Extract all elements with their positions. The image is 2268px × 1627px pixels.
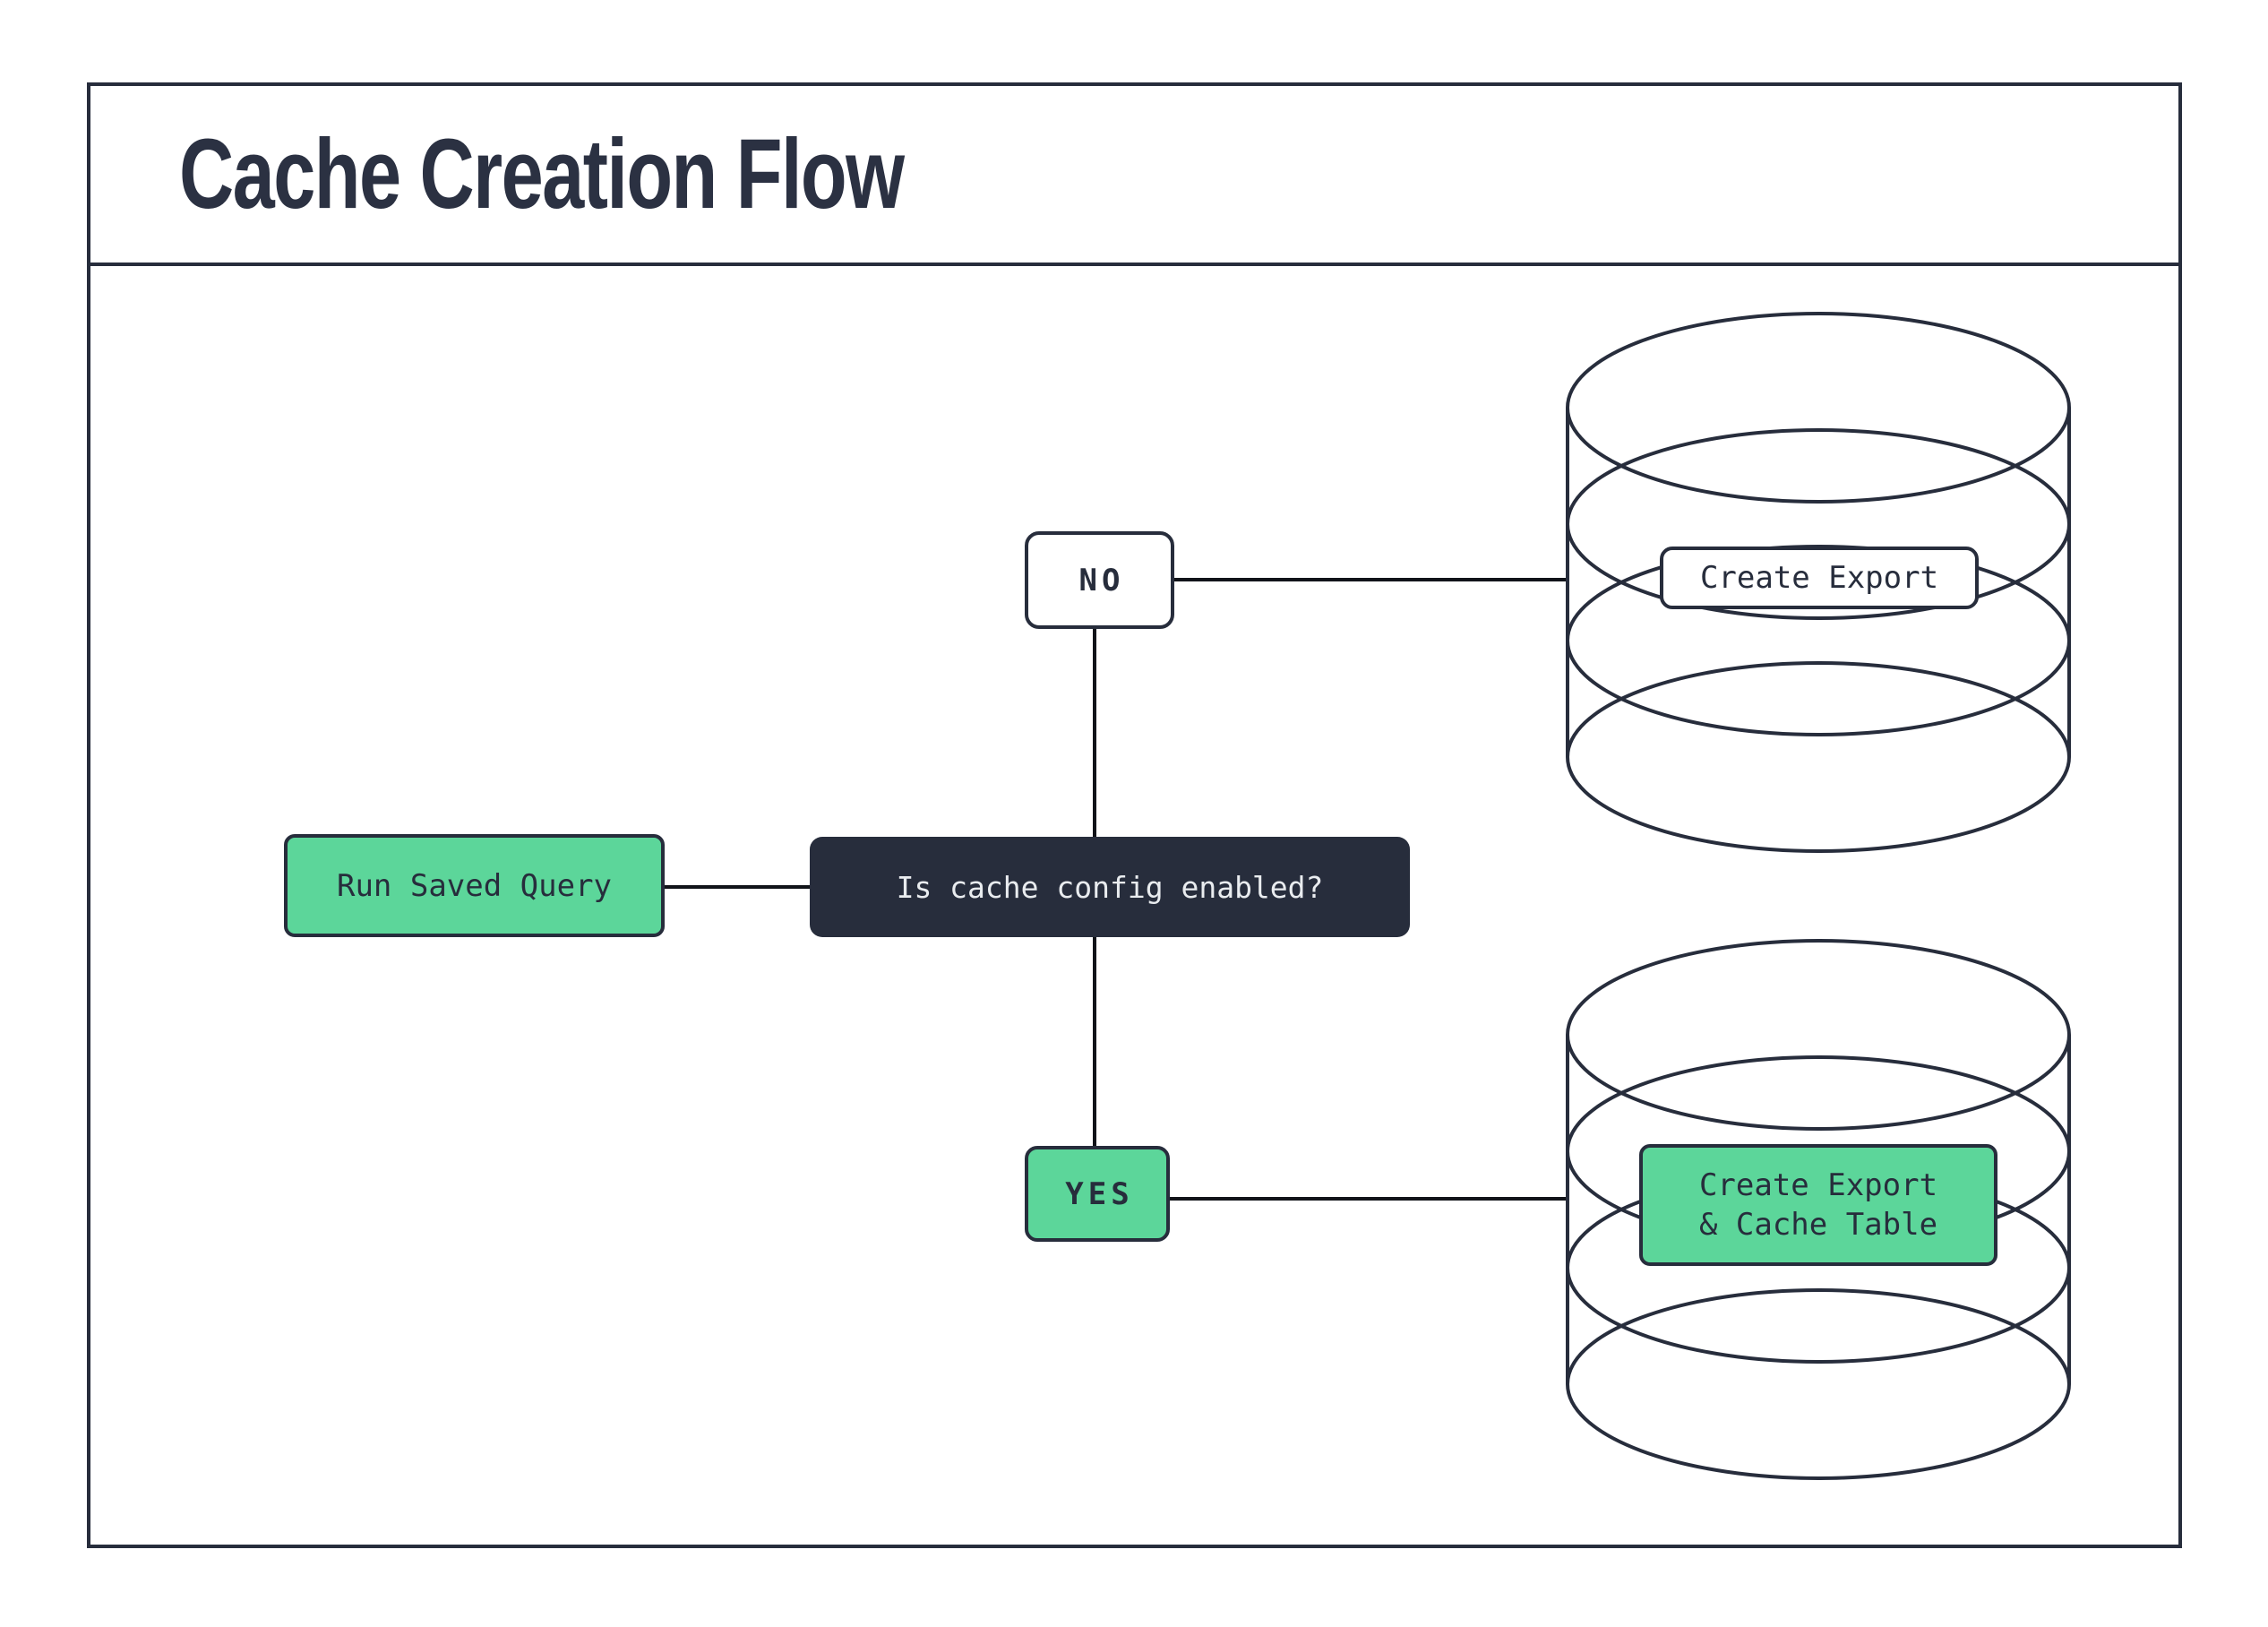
node-branch-yes: YES [1025, 1146, 1170, 1242]
node-decision-question: Is cache config enabled? [810, 837, 1410, 937]
node-run-saved-query: Run Saved Query [284, 834, 665, 937]
node-create-export-cache-table-line2: & Cache Table [1698, 1207, 1938, 1243]
diagram-header: Cache Creation Flow [90, 86, 2178, 266]
node-create-export-cache-table: Create Export & Cache Table [1639, 1144, 1997, 1266]
diagram-frame: Cache Creation Flow [87, 82, 2182, 1548]
node-create-export: Create Export [1660, 547, 1979, 609]
node-create-export-cache-table-line1: Create Export [1698, 1167, 1938, 1203]
page-title: Cache Creation Flow [179, 119, 905, 229]
node-branch-no: NO [1025, 531, 1174, 629]
connector-edges [665, 578, 1568, 1201]
